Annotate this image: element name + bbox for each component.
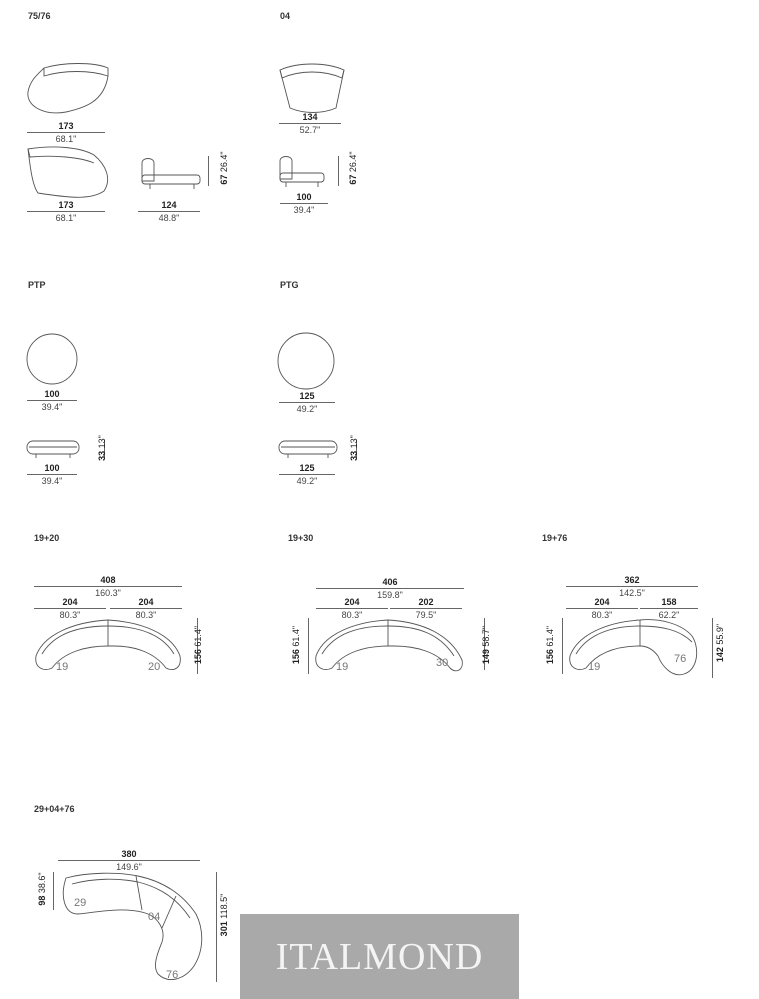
dim-line — [197, 618, 198, 674]
composition-29-04-76-plan: 29 04 76 — [62, 872, 203, 981]
dim-line — [338, 156, 339, 186]
dim-line — [208, 156, 209, 186]
module-04-side-view — [279, 156, 325, 187]
dim-line — [53, 872, 54, 910]
dim-19-76-height-right: 142 55.9" — [715, 623, 725, 663]
module-label-29: 29 — [74, 897, 86, 909]
dim-line — [104, 440, 105, 458]
module-label-19: 19 — [56, 661, 68, 673]
composition-19-20-plan: 19 20 — [35, 619, 181, 673]
module-label-76: 76 — [166, 969, 178, 981]
dim-19-76-height-left: 156 61.4" — [545, 625, 555, 665]
module-76-plan-top — [27, 146, 108, 198]
dim-29-04-76-depth: 98 38.6" — [37, 872, 47, 906]
module-label-04: 04 — [148, 911, 160, 923]
dim-75-side-height: 67 26.4" — [219, 151, 229, 185]
section-code-ptg: PTG — [280, 280, 299, 290]
dim-19-30-height-left: 156 61.4" — [291, 625, 301, 665]
dim-29-04-76-height: 301 118.5" — [219, 893, 229, 937]
module-75-plan-top — [27, 63, 109, 114]
section-code-19-30: 19+30 — [288, 533, 314, 543]
dim-line — [308, 618, 309, 674]
module-label-76: 76 — [674, 653, 686, 665]
section-code-29-04-76: 29+04+76 — [34, 804, 75, 814]
pouf-ptp-plan — [26, 333, 78, 385]
section-code-19-76: 19+76 — [542, 533, 568, 543]
dim-19-20-height: 156 61.4" — [193, 625, 203, 665]
pouf-ptg-plan — [277, 332, 335, 390]
italmond-watermark: ITALMOND — [240, 914, 519, 999]
section-code-19-20: 19+20 — [34, 533, 60, 543]
module-04-plan — [279, 63, 345, 113]
pouf-ptp-side — [26, 440, 80, 458]
module-label-20: 20 — [148, 661, 160, 673]
pouf-ptg-side — [278, 440, 338, 458]
dim-line — [356, 440, 357, 458]
dim-ptg-side-height: 33 13" — [349, 435, 359, 461]
module-label-19: 19 — [588, 661, 600, 673]
module-label-19: 19 — [336, 661, 348, 673]
dim-line — [484, 618, 485, 670]
dim-19-30-height-right: 149 58.7" — [481, 625, 491, 665]
module-label-30: 30 — [436, 657, 448, 669]
dim-line — [562, 618, 563, 674]
section-code-ptp: PTP — [28, 280, 46, 290]
section-code-75-76: 75/76 — [28, 11, 51, 21]
dim-ptp-side-height: 33 13" — [97, 435, 107, 461]
dim-line — [712, 618, 713, 678]
section-code-04: 04 — [280, 11, 291, 21]
composition-19-30-plan: 19 30 — [315, 619, 463, 673]
dim-04-side-height: 67 26.4" — [348, 151, 358, 185]
composition-19-76-plan: 19 76 — [569, 619, 698, 676]
module-75-side-view — [141, 158, 201, 189]
dim-line — [216, 872, 217, 982]
